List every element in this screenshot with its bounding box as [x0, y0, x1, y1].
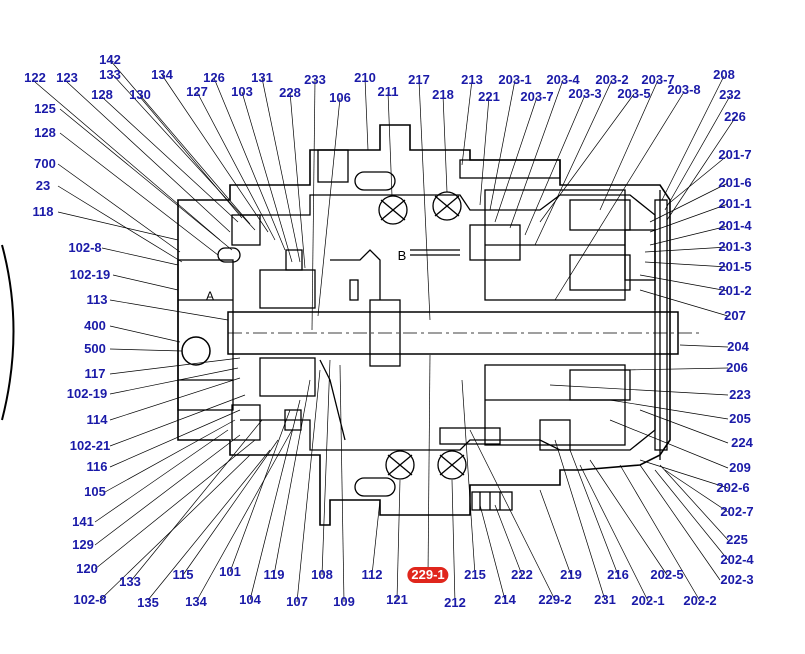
part-callout-label[interactable]: 223 — [729, 387, 751, 402]
part-callout-label[interactable]: 202-1 — [631, 593, 665, 608]
part-callout-label[interactable]: 134 — [185, 594, 207, 609]
part-callout-label[interactable]: 201-7 — [718, 147, 752, 162]
part-callout-label[interactable]: 232 — [719, 87, 741, 102]
region-label-a: A — [205, 289, 215, 303]
part-callout-label[interactable]: 119 — [263, 567, 285, 582]
part-callout-label[interactable]: 102-8 — [68, 240, 102, 255]
part-callout-label[interactable]: 212 — [444, 595, 466, 610]
part-callout-label[interactable]: 126 — [203, 70, 225, 85]
part-callout-label[interactable]: 216 — [607, 567, 629, 582]
part-callout-label[interactable]: 228 — [279, 85, 301, 100]
part-callout-label[interactable]: 23 — [35, 178, 51, 193]
part-callout-label[interactable]: 109 — [333, 594, 355, 609]
part-callout-label[interactable]: 127 — [186, 84, 208, 99]
part-callout-label[interactable]: 209 — [729, 460, 751, 475]
part-callout-label[interactable]: 202-5 — [650, 567, 684, 582]
part-callout-label[interactable]: 114 — [86, 412, 108, 427]
part-callout-label[interactable]: 128 — [91, 87, 113, 102]
part-callout-label[interactable]: 203-1 — [498, 72, 532, 87]
part-callout-label[interactable]: 211 — [377, 84, 399, 99]
part-callout-label[interactable]: 115 — [172, 567, 194, 582]
part-callout-label[interactable]: 128 — [34, 125, 56, 140]
part-callout-label[interactable]: 201-3 — [718, 239, 752, 254]
part-callout-label[interactable]: 208 — [713, 67, 735, 82]
part-callout-label[interactable]: 231 — [594, 592, 616, 607]
part-callout-label[interactable]: 105 — [84, 484, 106, 499]
part-callout-label[interactable]: 121 — [386, 592, 408, 607]
part-callout-label[interactable]: 102-19 — [66, 386, 108, 401]
part-callout-label[interactable]: 207 — [724, 308, 746, 323]
part-callout-label[interactable]: 129 — [72, 537, 94, 552]
part-callout-label[interactable]: 201-5 — [718, 259, 752, 274]
part-callout-label[interactable]: 203-7 — [641, 72, 675, 87]
part-callout-label[interactable]: 201-4 — [718, 218, 752, 233]
part-callout-label[interactable]: 222 — [511, 567, 533, 582]
part-callout-label[interactable]: 225 — [726, 532, 748, 547]
part-callout-label[interactable]: 204 — [727, 339, 749, 354]
part-callout-label[interactable]: 700 — [34, 156, 56, 171]
part-callout-label[interactable]: 202-7 — [720, 504, 754, 519]
region-label-b: B — [397, 248, 407, 263]
part-callout-label[interactable]: 202-4 — [720, 552, 754, 567]
part-callout-label[interactable]: 218 — [432, 87, 454, 102]
part-callout-label[interactable]: 500 — [84, 341, 106, 356]
part-callout-label[interactable]: 102-21 — [69, 438, 111, 453]
part-callout-label[interactable]: 102-8 — [73, 592, 107, 607]
part-callout-label[interactable]: 203-4 — [546, 72, 580, 87]
part-callout-label[interactable]: 107 — [286, 594, 308, 609]
part-callout-label[interactable]: 202-6 — [716, 480, 750, 495]
part-callout-label[interactable]: 203-2 — [595, 72, 629, 87]
part-callout-label[interactable]: 123 — [56, 70, 78, 85]
part-callout-label[interactable]: 131 — [251, 70, 273, 85]
part-callout-label[interactable]: 120 — [76, 561, 98, 576]
part-callout-label[interactable]: 203-7 — [520, 89, 554, 104]
part-callout-label[interactable]: 102-19 — [69, 267, 111, 282]
part-callout-label[interactable]: 108 — [311, 567, 333, 582]
part-callout-label[interactable]: 133 — [99, 67, 121, 82]
part-callout-label[interactable]: 104 — [239, 592, 261, 607]
part-callout-label[interactable]: 229-2 — [538, 592, 572, 607]
part-callout-label[interactable]: 226 — [724, 109, 746, 124]
part-callout-label[interactable]: 118 — [32, 204, 54, 219]
part-callout-label[interactable]: 112 — [361, 567, 383, 582]
part-callout-label[interactable]: 217 — [408, 72, 430, 87]
part-callout-label[interactable]: 210 — [354, 70, 376, 85]
part-callout-label[interactable]: 203-3 — [568, 86, 602, 101]
part-callout-label[interactable]: 203-5 — [617, 86, 651, 101]
part-callout-label[interactable]: 202-3 — [720, 572, 754, 587]
part-callout-label[interactable]: 221 — [478, 89, 500, 104]
part-callout-label[interactable]: 202-2 — [683, 593, 717, 608]
part-callout-label[interactable]: 233 — [304, 72, 326, 87]
part-callout-label[interactable]: 205 — [729, 411, 751, 426]
part-callout-label[interactable]: 116 — [86, 459, 108, 474]
part-callout-label[interactable]: 135 — [137, 595, 159, 610]
part-callout-label[interactable]: 213 — [461, 72, 483, 87]
part-callout-label[interactable]: 133 — [119, 574, 141, 589]
part-callout-label[interactable]: 201-2 — [718, 283, 752, 298]
part-callout-label[interactable]: 141 — [72, 514, 94, 529]
part-callout-label[interactable]: 215 — [464, 567, 486, 582]
part-callout-label[interactable]: 201-6 — [718, 175, 752, 190]
part-callout-label[interactable]: 117 — [84, 366, 106, 381]
part-callout-label[interactable]: 134 — [151, 67, 173, 82]
part-callout-label[interactable]: 206 — [726, 360, 748, 375]
part-callout-label[interactable]: 214 — [494, 592, 516, 607]
part-callout-label[interactable]: 106 — [329, 90, 351, 105]
part-callout-label[interactable]: 142 — [99, 52, 121, 67]
part-callout-label[interactable]: 400 — [84, 318, 106, 333]
part-callout-label[interactable]: 219 — [560, 567, 582, 582]
part-callout-label[interactable]: 130 — [129, 87, 151, 102]
part-callout-label[interactable]: 101 — [219, 564, 241, 579]
part-callout-label[interactable]: 122 — [24, 70, 46, 85]
part-callout-label[interactable]: 125 — [34, 101, 56, 116]
part-callout-label[interactable]: 201-1 — [718, 196, 752, 211]
part-callout-label[interactable]: 103 — [231, 84, 253, 99]
part-callout-label[interactable]: 203-8 — [667, 82, 701, 97]
highlighted-part-label[interactable]: 229-1 — [407, 567, 449, 583]
part-callout-label[interactable]: 113 — [86, 292, 108, 307]
part-callout-label[interactable]: 224 — [731, 435, 753, 450]
